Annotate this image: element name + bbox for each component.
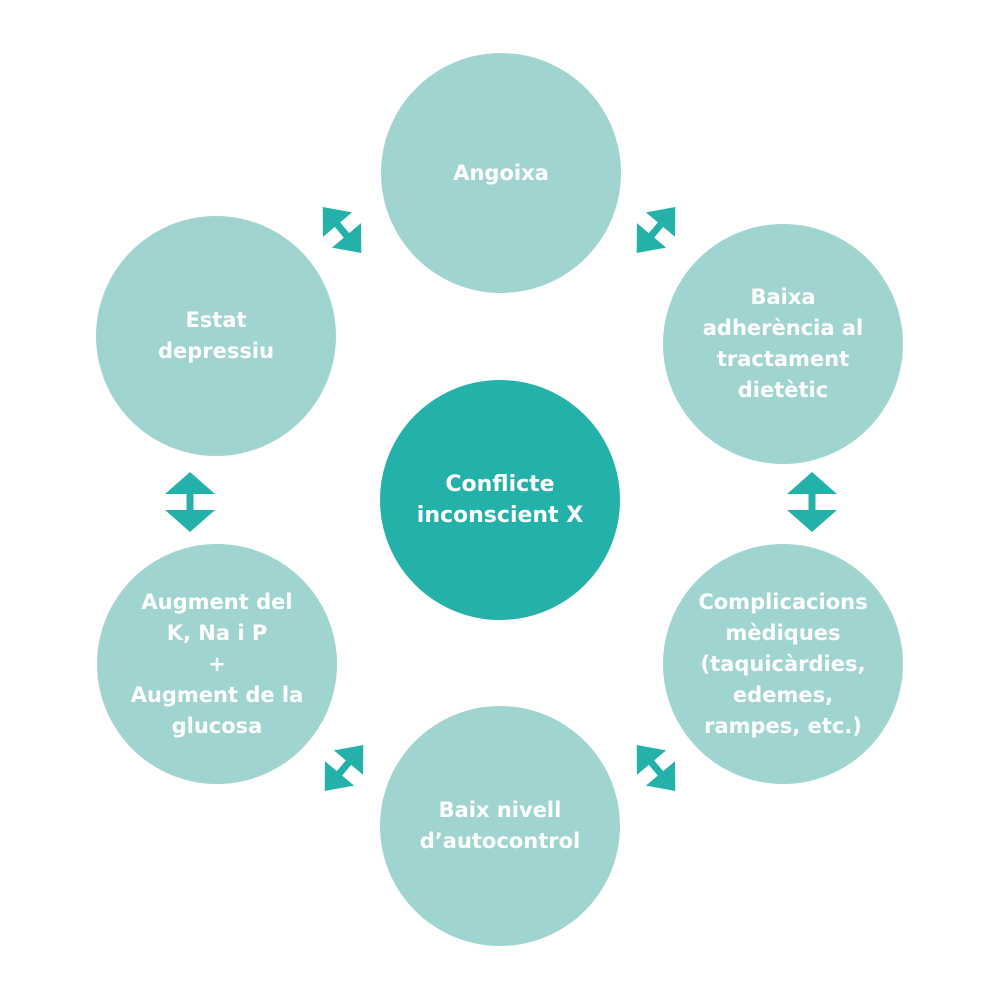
node-baixa-adherencia-line-2: adherència al xyxy=(702,316,864,340)
node-baixa-adherencia-label: Baixa adherència al tractament dietètic xyxy=(703,282,863,406)
node-augment-line-5: glucosa xyxy=(171,713,263,738)
node-augment-line-3: + xyxy=(208,651,226,676)
node-baix-autocontrol: Baix nivell d’autocontrol xyxy=(380,706,620,946)
node-baixa-adherencia-line-4: dietètic xyxy=(737,378,829,402)
node-estat-depressiu-line-2: depressiu xyxy=(157,339,275,363)
node-angoixa-label: Angoixa xyxy=(453,158,549,189)
node-augment-glucosa: Augment del K, Na i P + Augment de la gl… xyxy=(97,544,337,784)
node-conflicte-inconscient-label: Conflicte inconscient X xyxy=(417,469,583,531)
bidirectional-arrow-icon xyxy=(787,472,837,532)
bidirectional-arrow-icon xyxy=(165,472,215,532)
node-augment-line-2: K, Na i P xyxy=(166,620,268,645)
node-conflicte-line-1: Conflicte xyxy=(445,472,555,497)
node-augment-line-1: Augment del xyxy=(141,589,293,614)
node-estat-depressiu: Estat depressiu xyxy=(96,216,336,456)
node-augment-line-4: Augment de la xyxy=(130,682,304,707)
node-complicacions-line-4: edemes, xyxy=(732,682,834,707)
node-complicacions-line-2: mèdiques xyxy=(725,620,841,645)
bidirectional-arrow-icon xyxy=(636,207,676,253)
node-conflicte-inconscient: Conflicte inconscient X xyxy=(380,380,620,620)
node-complicacions-mediques: Complicacions mèdiques (taquicàrdies, ed… xyxy=(663,544,903,784)
node-baix-autocontrol-line-1: Baix nivell xyxy=(438,798,562,822)
node-complicacions-label: Complicacions mèdiques (taquicàrdies, ed… xyxy=(698,587,867,742)
node-baix-autocontrol-label: Baix nivell d’autocontrol xyxy=(420,795,580,857)
node-complicacions-line-1: Complicacions xyxy=(698,589,868,614)
node-angoixa: Angoixa xyxy=(381,53,621,293)
node-angoixa-line-1: Angoixa xyxy=(453,160,549,185)
bidirectional-arrow-icon xyxy=(636,745,676,791)
node-baixa-adherencia: Baixa adherència al tractament dietètic xyxy=(663,224,903,464)
node-complicacions-line-5: rampes, etc.) xyxy=(704,713,862,738)
node-baix-autocontrol-line-2: d’autocontrol xyxy=(419,829,581,853)
node-augment-glucosa-label: Augment del K, Na i P + Augment de la gl… xyxy=(131,587,304,742)
bidirectional-arrow-icon xyxy=(324,745,364,791)
node-estat-depressiu-line-1: Estat xyxy=(185,308,247,332)
bidirectional-arrow-icon xyxy=(322,207,362,253)
node-complicacions-line-3: (taquicàrdies, xyxy=(700,651,866,676)
node-baixa-adherencia-line-1: Baixa xyxy=(750,285,816,309)
node-baixa-adherencia-line-3: tractament xyxy=(716,347,850,371)
node-conflicte-line-2: inconscient X xyxy=(416,503,584,528)
node-estat-depressiu-label: Estat depressiu xyxy=(158,305,274,367)
